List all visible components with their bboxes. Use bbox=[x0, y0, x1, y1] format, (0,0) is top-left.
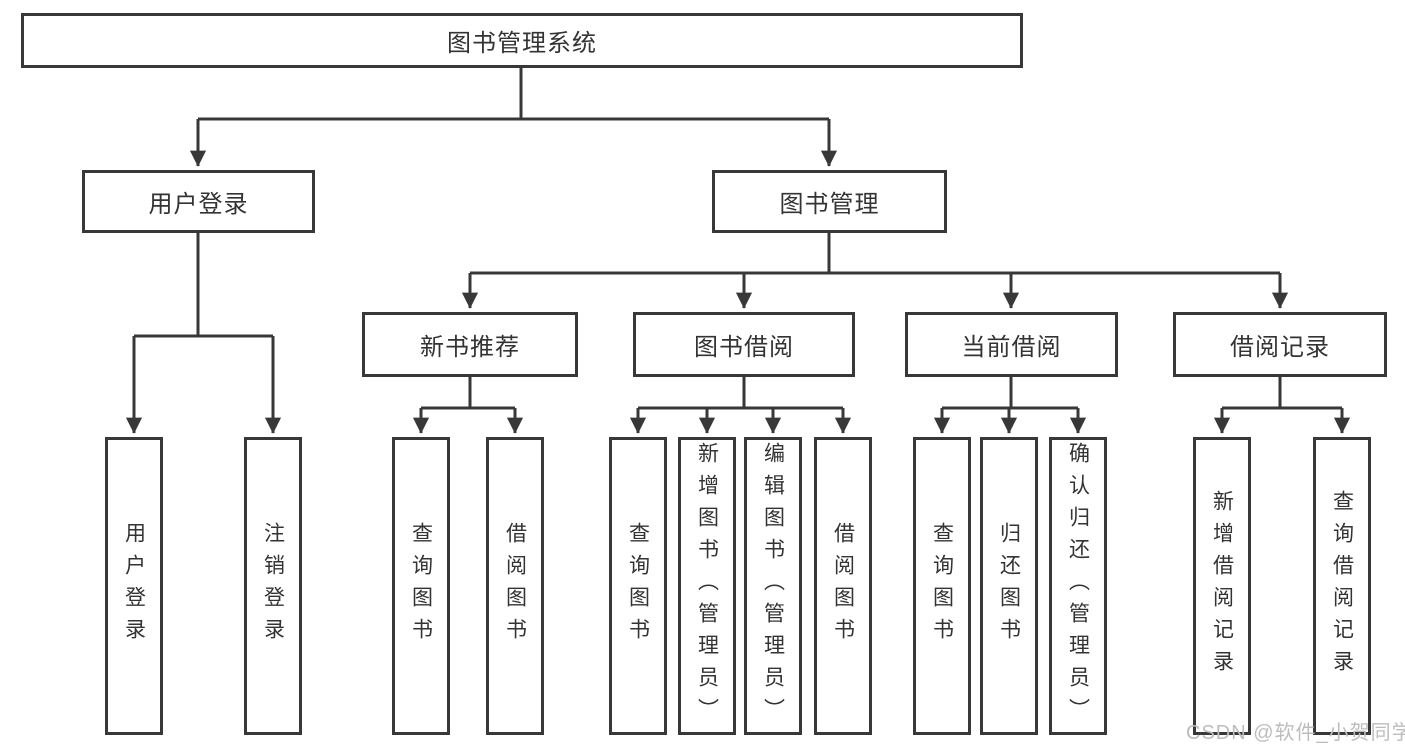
node-new-book-recommendation: 新书推荐 bbox=[362, 312, 578, 377]
leaf-add-books-admin: 新增图书（管理员） bbox=[678, 437, 736, 735]
leaf-logout: 注销登录 bbox=[244, 437, 302, 735]
leaf-confirm-return-admin: 确认归还（管理员） bbox=[1049, 437, 1107, 735]
leaf-query-books-current: 查询图书 bbox=[913, 437, 971, 735]
node-book-management: 图书管理 bbox=[712, 170, 947, 233]
leaf-add-borrow-record: 新增借阅记录 bbox=[1193, 437, 1251, 735]
leaf-return-books: 归还图书 bbox=[980, 437, 1038, 735]
watermark: CSDN @软件_小贺同学 bbox=[1186, 722, 1405, 744]
node-borrowing-records: 借阅记录 bbox=[1173, 312, 1387, 377]
node-library-system: 图书管理系统 bbox=[21, 13, 1023, 68]
leaf-query-books-borrow: 查询图书 bbox=[609, 437, 667, 735]
node-user-login: 用户登录 bbox=[82, 170, 315, 233]
leaf-user-login: 用户登录 bbox=[105, 437, 163, 735]
leaf-borrow-books: 借阅图书 bbox=[814, 437, 872, 735]
leaf-edit-books-admin: 编辑图书（管理员） bbox=[744, 437, 802, 735]
node-current-borrowing: 当前借阅 bbox=[905, 312, 1118, 377]
leaf-borrow-books-recommend: 借阅图书 bbox=[486, 437, 544, 735]
node-book-borrowing: 图书借阅 bbox=[633, 312, 855, 377]
leaf-query-borrow-record: 查询借阅记录 bbox=[1313, 437, 1371, 735]
leaf-query-books-recommend: 查询图书 bbox=[392, 437, 450, 735]
